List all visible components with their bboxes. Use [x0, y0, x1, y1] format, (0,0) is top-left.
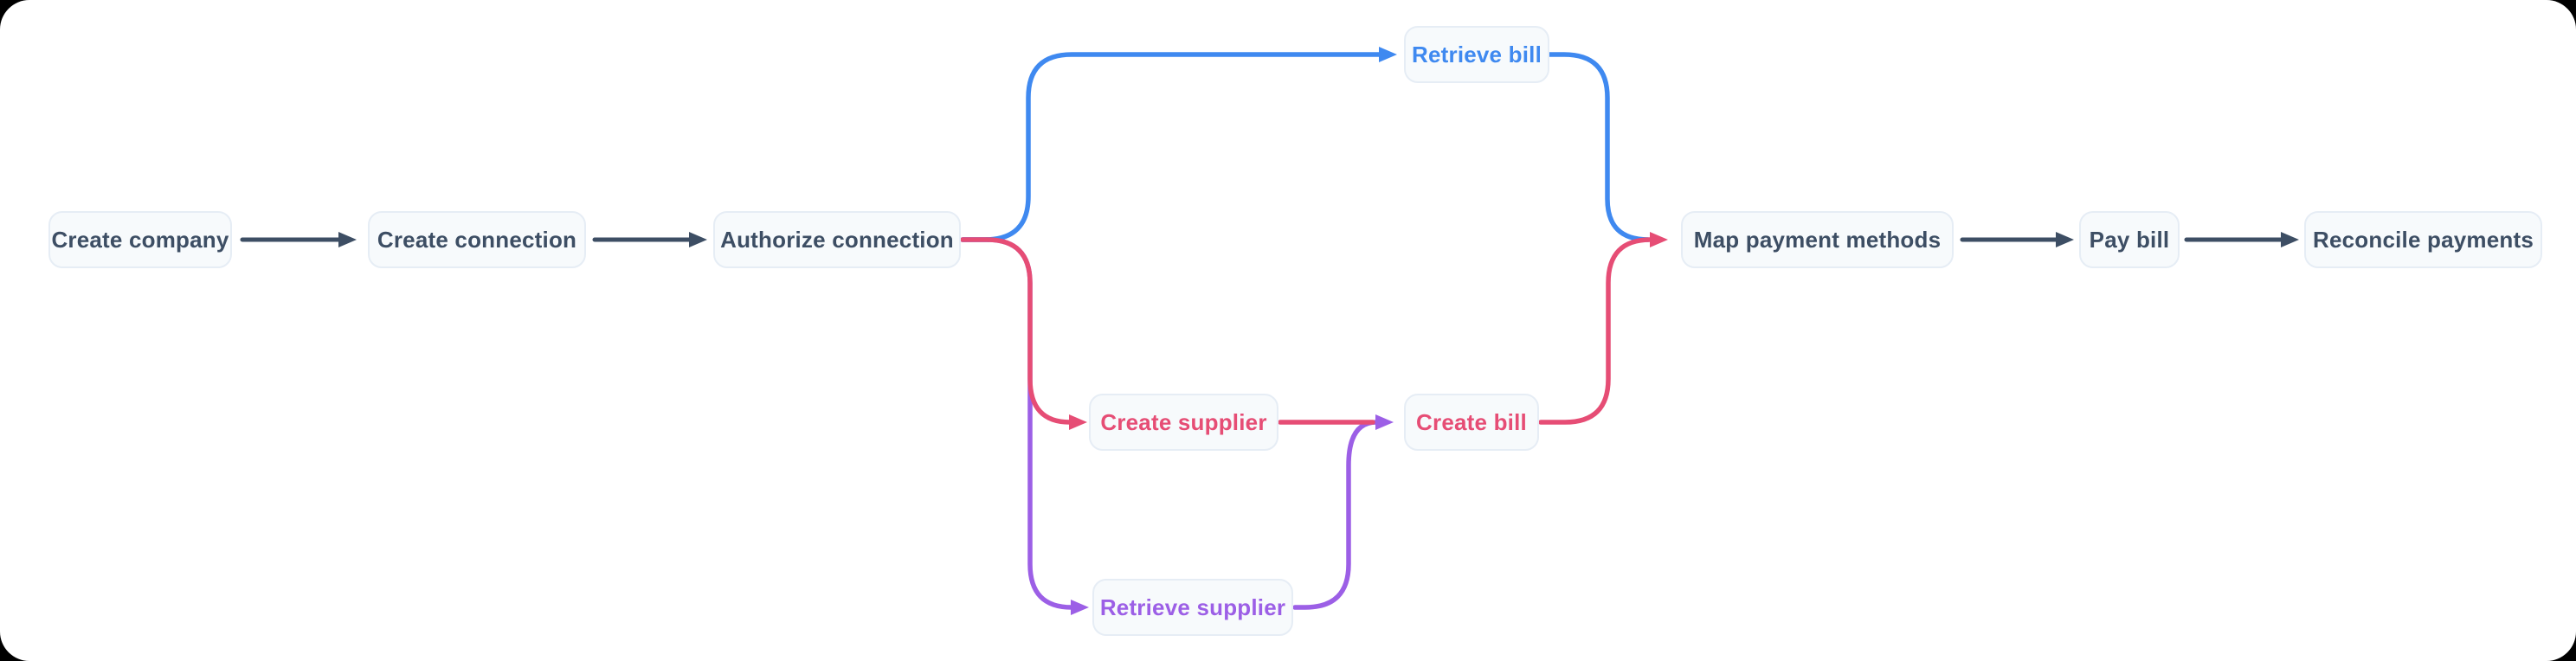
node-map-payment-methods: Map payment methods — [1681, 211, 1954, 268]
edge-create-bill-to-map-payment-methods — [1538, 232, 1668, 425]
edge-authorize-to-retrieve-supplier — [960, 237, 1089, 615]
node-retrieve-supplier: Retrieve supplier — [1092, 579, 1293, 636]
node-label: Create bill — [1416, 408, 1527, 435]
node-pay-bill: Pay bill — [2079, 211, 2180, 268]
node-create-company: Create company — [48, 211, 232, 268]
node-create-bill: Create bill — [1404, 394, 1539, 451]
edge-retrieve-supplier-to-create-bill — [1292, 414, 1394, 610]
node-label: Map payment methods — [1693, 226, 1942, 253]
node-create-connection: Create connection — [368, 211, 586, 268]
node-label: Create connection — [377, 226, 577, 253]
node-reconcile-payments: Reconcile payments — [2304, 211, 2542, 268]
node-label: Create supplier — [1100, 408, 1267, 435]
node-label: Authorize connection — [720, 226, 954, 253]
edge-authorize-to-create-supplier — [960, 237, 1087, 430]
node-create-supplier: Create supplier — [1089, 394, 1278, 451]
node-label: Retrieve bill — [1412, 41, 1542, 67]
node-label: Reconcile payments — [2312, 226, 2534, 253]
node-label: Retrieve supplier — [1099, 594, 1286, 620]
node-label: Create company — [51, 226, 229, 253]
node-authorize-connection: Authorize connection — [713, 211, 961, 268]
node-label: Pay bill — [2089, 226, 2170, 253]
node-retrieve-bill: Retrieve bill — [1404, 26, 1549, 83]
edge-retrieve-bill-to-map-payment-methods — [1547, 52, 1651, 242]
edge-authorize-to-retrieve-bill — [960, 47, 1397, 242]
